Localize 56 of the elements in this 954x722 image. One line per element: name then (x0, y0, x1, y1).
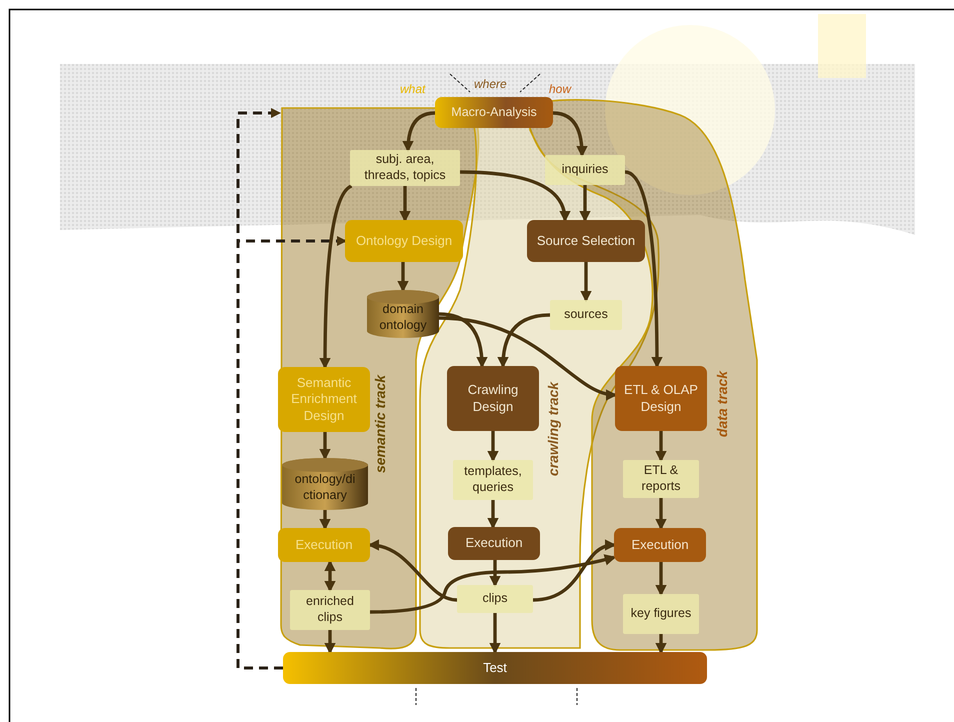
arrow (487, 431, 499, 462)
arrow (655, 431, 667, 462)
arrow (399, 186, 411, 222)
arrow (319, 510, 331, 530)
arrow (489, 560, 501, 588)
column-heading: how (549, 82, 572, 96)
track-label: crawling track (545, 382, 562, 476)
dashed-arrow (236, 236, 348, 670)
database-cylinder (367, 290, 439, 338)
process-box: Execution (614, 528, 706, 562)
arrow (552, 111, 588, 158)
note-box: enriched clips (290, 590, 370, 630)
note-box: inquiries (545, 155, 625, 185)
arrow (319, 184, 353, 370)
column-heading: where (474, 77, 507, 91)
track-label: semantic track (372, 374, 388, 474)
arrow (655, 498, 667, 530)
note-box: key figures (623, 594, 699, 634)
database-label: domain ontology (378, 301, 428, 334)
process-box: ETL & OLAP Design (615, 366, 707, 431)
arrow (324, 630, 336, 654)
process-box: Semantic Enrichment Design (278, 367, 370, 432)
arrow (324, 560, 336, 592)
note-box: subj. area, threads, topics (350, 150, 460, 186)
arrow (487, 500, 499, 530)
note-box: ETL & reports (623, 460, 699, 498)
arrow (655, 634, 667, 654)
arrow (402, 111, 436, 152)
arrow (319, 432, 331, 460)
arrow (489, 613, 501, 654)
process-box: Ontology Design (345, 220, 463, 262)
database-cylinder (282, 458, 368, 510)
database-label: ontology/di ctionary (294, 471, 356, 504)
arrow (532, 540, 616, 602)
note-box: clips (457, 585, 533, 613)
arrow (438, 316, 618, 400)
arrow (580, 262, 592, 302)
process-box: Macro-Analysis (435, 97, 553, 128)
arrow (397, 262, 409, 292)
column-heading: what (400, 82, 426, 96)
process-box: Execution (278, 528, 370, 562)
note-box: templates, queries (453, 460, 533, 500)
arrow (370, 554, 616, 614)
arrow (655, 562, 667, 596)
process-box: Execution (448, 527, 540, 560)
arrow (579, 185, 591, 222)
arrow (438, 312, 488, 368)
arrow (498, 313, 550, 368)
process-box: Source Selection (527, 220, 645, 262)
arrow (624, 170, 663, 368)
track-label: data track (714, 370, 730, 438)
arrow (368, 540, 458, 602)
process-box: Crawling Design (447, 366, 539, 431)
note-box: sources (550, 300, 622, 330)
test-bar: Test (283, 652, 707, 684)
arrow (460, 170, 570, 222)
